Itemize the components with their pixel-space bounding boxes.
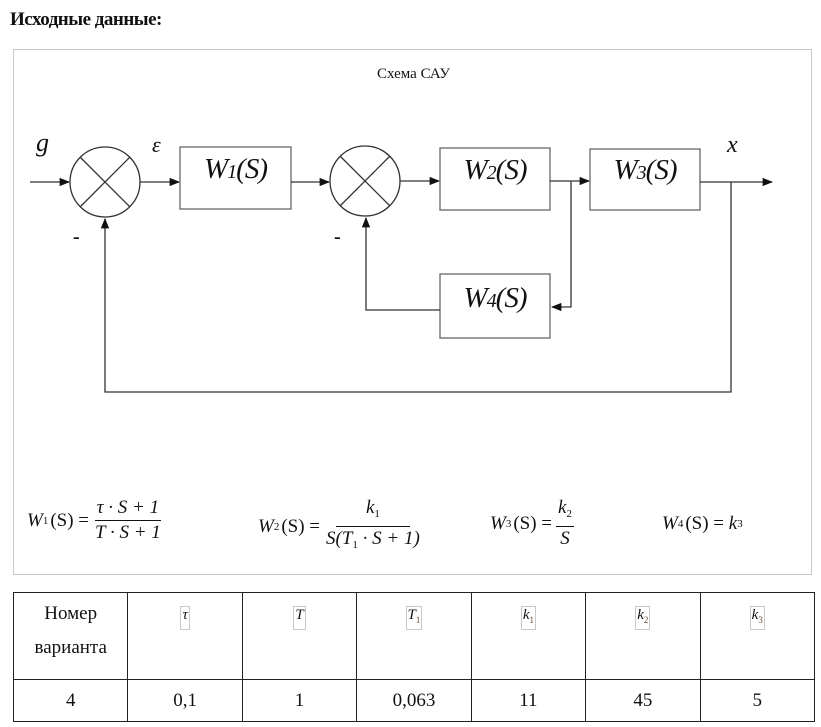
header-T: T <box>241 592 358 680</box>
signal-label-x: x <box>727 132 738 158</box>
summing-junction-1 <box>69 146 141 218</box>
outer-feedback-line <box>100 182 732 393</box>
signal-label-epsilon: ε <box>152 132 161 157</box>
block-w1-label: W1(S) <box>204 153 268 185</box>
block-w3-label: W3(S) <box>613 154 678 186</box>
signal-label-g: g <box>36 128 49 157</box>
cell-T1: 0,063 <box>356 679 472 722</box>
block-w2 <box>439 147 551 211</box>
inner-feedback-line <box>550 181 572 312</box>
cell-T: 1 <box>241 679 358 722</box>
cell-tau: 0,1 <box>127 679 243 722</box>
block-w4 <box>439 273 551 339</box>
block-diagram <box>30 145 774 393</box>
header-tau: τ <box>127 592 243 680</box>
header-k2: k2 <box>585 592 701 680</box>
block-w4-label: W4(S) <box>463 282 528 314</box>
cell-k3: 5 <box>699 679 816 722</box>
cell-k1: 11 <box>470 679 587 722</box>
minus-sign-2: - <box>334 226 341 248</box>
header-k1: k1 <box>470 592 587 680</box>
table-header-row: Номер варианта τ T T1 k1 k2 k3 <box>12 592 816 680</box>
table-row: 4 0,1 1 0,063 11 45 5 <box>12 679 816 722</box>
header-variant: Номер варианта <box>12 592 129 680</box>
scheme-frame: Схема САУ <box>13 49 812 575</box>
header-T1: T1 <box>356 592 472 680</box>
block-w2-label: W2(S) <box>463 154 528 186</box>
section-heading: Исходные данные: <box>10 9 162 30</box>
block-w3 <box>589 148 701 211</box>
cell-variant: 4 <box>12 679 129 722</box>
block-w1 <box>179 146 292 210</box>
cell-k2: 45 <box>585 679 701 722</box>
parameters-table: Номер варианта τ T T1 k1 k2 k3 4 0,1 1 0… <box>12 592 816 722</box>
summing-junction-2 <box>329 145 401 217</box>
minus-sign-1: - <box>73 226 80 248</box>
header-k3: k3 <box>699 592 816 680</box>
scheme-title: Схема САУ <box>377 66 450 82</box>
